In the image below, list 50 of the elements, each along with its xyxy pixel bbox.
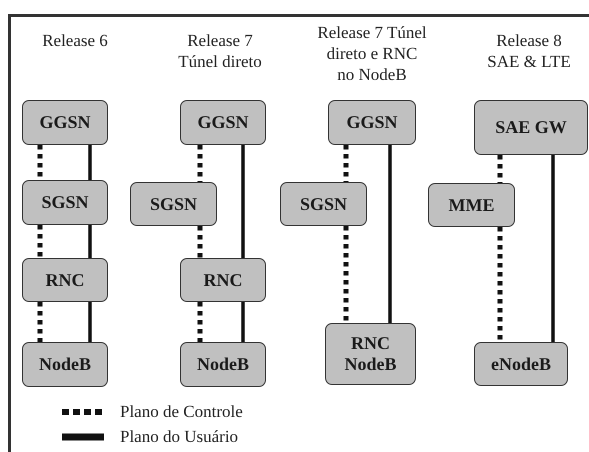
- network-node-box: [328, 100, 416, 145]
- dotted-line: [198, 226, 202, 258]
- node-label: RNC NodeB: [343, 333, 398, 375]
- solid-line: [88, 225, 92, 258]
- network-node-box: [474, 342, 568, 386]
- network-node-box: [180, 342, 266, 387]
- network-node-box: [474, 100, 588, 155]
- solid-line: [551, 155, 555, 342]
- column-heading: Release 6: [41, 30, 109, 51]
- node-label: GGSN: [39, 112, 90, 133]
- column-heading: Release 8 SAE & LTE: [486, 30, 572, 72]
- network-node-box: [22, 342, 108, 387]
- legend-label: Plano do Usuário: [120, 427, 238, 447]
- node-label: SAE GW: [495, 117, 567, 138]
- solid-line: [88, 145, 92, 180]
- solid-line: [88, 302, 92, 342]
- node-label: eNodeB: [491, 354, 551, 374]
- solid-line: [241, 302, 245, 342]
- dotted-line: [38, 225, 42, 258]
- network-node-box: [428, 183, 515, 227]
- solid-line: [388, 145, 392, 323]
- node-label: NodeB: [38, 354, 91, 375]
- network-node-box: [180, 100, 266, 145]
- node-label: GGSN: [346, 112, 398, 133]
- network-node-box: [130, 182, 217, 226]
- network-node-box: [22, 100, 108, 145]
- column-heading: Release 7 Túnel direto: [177, 30, 263, 72]
- dotted-line: [498, 227, 502, 342]
- node-label: SGSN: [150, 194, 198, 214]
- node-label: SGSN: [41, 192, 89, 213]
- network-node-box: [22, 180, 108, 225]
- dotted-line: [344, 226, 348, 323]
- column-heading: Release 7 Túnel direto e RNC no NodeB: [316, 22, 428, 85]
- dotted-line: [498, 155, 502, 183]
- legend-label: Plano de Controle: [120, 402, 243, 422]
- solid-line: [241, 145, 245, 258]
- dotted-line: [198, 145, 202, 182]
- network-node-box: [280, 182, 367, 226]
- dotted-line: [38, 302, 42, 342]
- network-node-box: [180, 258, 266, 302]
- dotted-line: [344, 145, 348, 182]
- node-label: MME: [448, 194, 494, 216]
- node-label: NodeB: [196, 354, 249, 375]
- network-node-box: [325, 323, 416, 385]
- network-node-box: [22, 258, 108, 302]
- node-label: SGSN: [300, 194, 348, 214]
- node-label: RNC: [46, 270, 84, 290]
- dotted-line: [198, 302, 202, 342]
- node-label: GGSN: [197, 112, 248, 133]
- node-label: RNC: [204, 270, 242, 290]
